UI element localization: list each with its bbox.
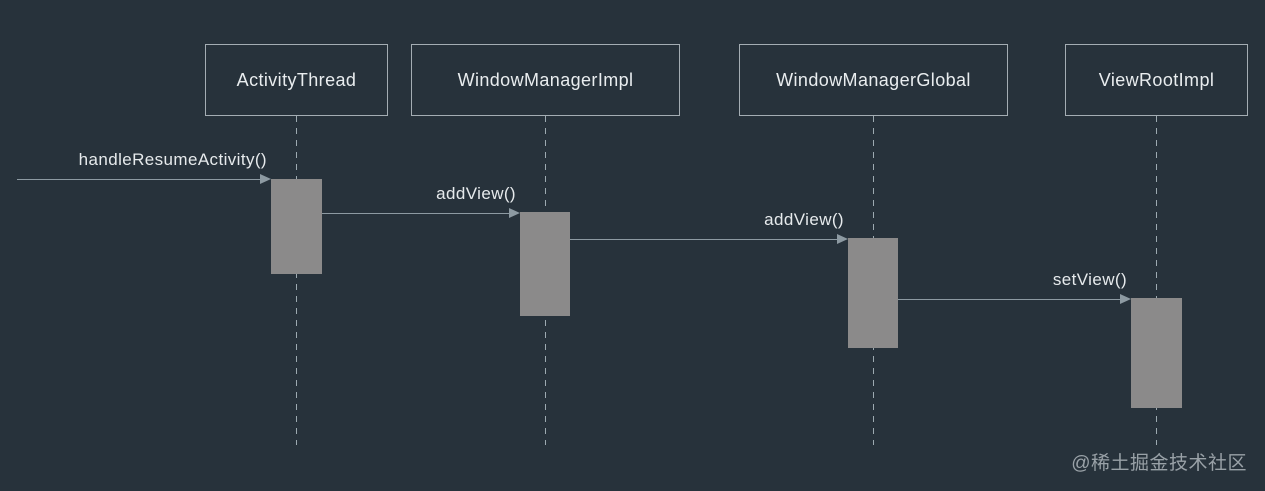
arrow-line bbox=[898, 299, 1122, 300]
participant-window-manager-impl: WindowManagerImpl bbox=[411, 44, 680, 116]
arrow-line bbox=[17, 179, 262, 180]
activation-bar-activity-thread bbox=[271, 179, 322, 274]
participant-label: WindowManagerImpl bbox=[457, 69, 634, 90]
message-label: addView() bbox=[436, 184, 516, 203]
arrow-line bbox=[322, 213, 511, 214]
arrowhead-icon bbox=[1120, 294, 1131, 304]
participant-label: ViewRootImpl bbox=[1098, 69, 1215, 90]
watermark: @稀土掘金技术社区 bbox=[1071, 453, 1247, 474]
participant-window-manager-global: WindowManagerGlobal bbox=[739, 44, 1008, 116]
activation-bar-window-manager-impl bbox=[520, 212, 570, 316]
arrowhead-icon bbox=[509, 208, 520, 218]
lifeline-activity-thread bbox=[296, 116, 297, 445]
arrowhead-icon bbox=[260, 174, 271, 184]
participant-label: WindowManagerGlobal bbox=[776, 69, 971, 90]
arrowhead-icon bbox=[837, 234, 848, 244]
participant-activity-thread: ActivityThread bbox=[205, 44, 388, 116]
participant-label: ActivityThread bbox=[236, 69, 357, 90]
message-label: addView() bbox=[764, 210, 844, 229]
message-label: setView() bbox=[1052, 270, 1127, 289]
participant-view-root-impl: ViewRootImpl bbox=[1065, 44, 1248, 116]
activation-bar-view-root-impl bbox=[1131, 298, 1182, 408]
lifeline-view-root-impl bbox=[1156, 116, 1157, 445]
message-label: handleResumeActivity() bbox=[78, 150, 267, 169]
arrow-line bbox=[570, 239, 839, 240]
activation-bar-window-manager-global bbox=[848, 238, 898, 348]
